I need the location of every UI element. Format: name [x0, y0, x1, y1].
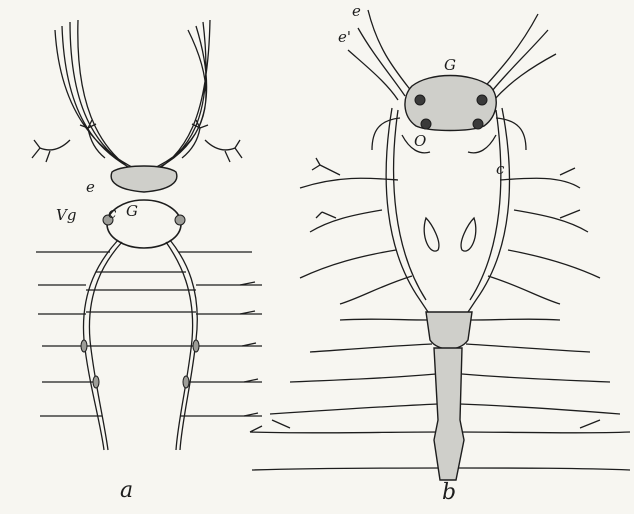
panel-b-caption: b: [442, 482, 456, 504]
panel-a-caption: a: [120, 480, 133, 502]
panel-b-label-e: e: [352, 4, 361, 19]
panel-a-label-e: e: [86, 180, 95, 195]
panel-a-label-vg: Vg: [56, 208, 76, 223]
panel-b-label-o: O: [414, 134, 426, 149]
panel-a-label-c: c: [108, 206, 116, 221]
panel-b-label-c: c: [496, 162, 504, 177]
panel-b-ventral-ganglion: [426, 312, 472, 349]
panel-b-label-g: G: [444, 58, 456, 73]
panel-b-ventral-trunk: [434, 348, 464, 480]
panel-a-label-g: G: [126, 204, 138, 219]
panel-b-label-e-prime: e': [338, 30, 351, 45]
